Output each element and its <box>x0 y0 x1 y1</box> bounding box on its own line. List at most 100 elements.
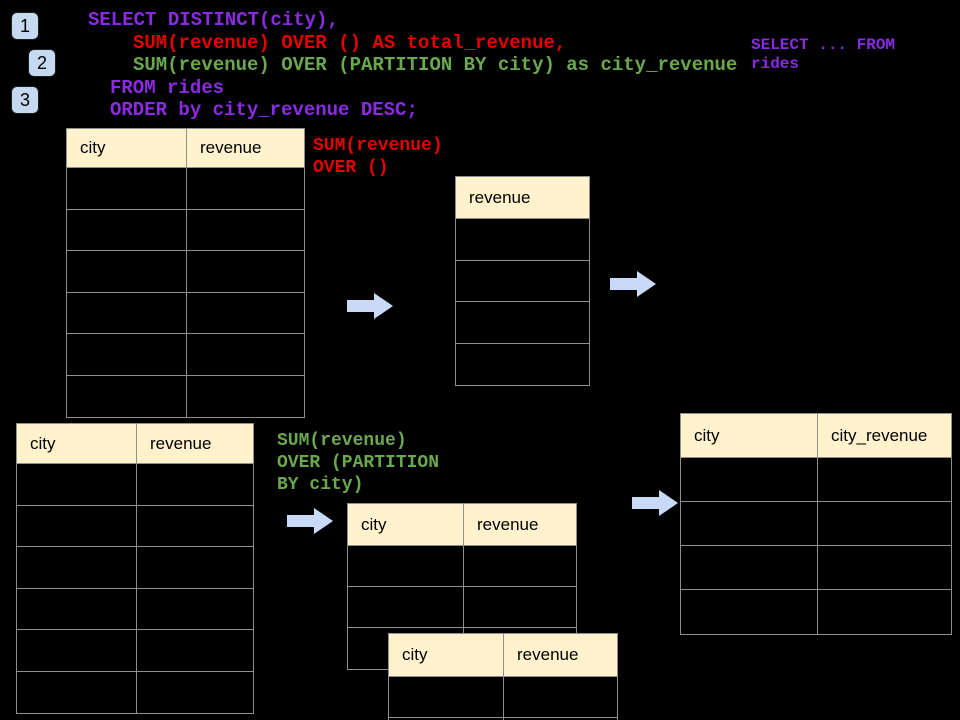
table-cell <box>456 219 589 260</box>
table-row <box>681 546 951 590</box>
partition-window-label-line-3: BY city) <box>277 475 364 495</box>
table-body <box>681 458 951 634</box>
table-header-row: city revenue <box>348 504 576 546</box>
column-header-revenue: revenue <box>464 504 576 545</box>
side-note-line-2: rides <box>751 55 800 73</box>
sql-line-select: SELECT DISTINCT(city), <box>88 9 339 31</box>
table-row <box>348 546 576 587</box>
table-final-result: city city_revenue <box>680 413 952 635</box>
table-partition-overlay: city revenue <box>388 633 618 720</box>
table-cell <box>187 375 304 417</box>
table-header-row: revenue <box>456 177 589 219</box>
partition-window-label-line-2: OVER (PARTITION <box>277 453 440 473</box>
column-header-city-revenue: city_revenue <box>818 414 951 457</box>
table-cell <box>67 334 187 375</box>
table-row <box>17 464 253 506</box>
step-badge-2: 2 <box>28 49 56 77</box>
table-cell <box>681 502 818 545</box>
table-cell <box>137 464 253 505</box>
table-row <box>17 630 253 672</box>
table-row <box>348 587 576 628</box>
table-cell <box>17 588 137 629</box>
column-header-revenue: revenue <box>137 424 253 463</box>
table-row <box>681 502 951 546</box>
sql-line-from: FROM rides <box>110 77 225 99</box>
table-cell <box>187 292 304 333</box>
column-header-city: city <box>348 504 464 545</box>
table-row <box>681 458 951 502</box>
table-row <box>17 505 253 547</box>
table-header-row: city city_revenue <box>681 414 951 458</box>
table-cell <box>67 209 187 250</box>
column-header-city: city <box>17 424 137 463</box>
column-header-city: city <box>67 129 187 167</box>
table-row <box>67 334 304 376</box>
arrow-right-icon <box>632 490 678 516</box>
total-window-label-line-2: OVER () <box>313 158 389 178</box>
table-row <box>456 260 589 302</box>
table-cell <box>456 260 589 301</box>
table-cell <box>187 334 304 375</box>
table-cell <box>17 630 137 671</box>
table-cell <box>67 375 187 417</box>
table-row <box>456 302 589 344</box>
table-cell <box>137 671 253 713</box>
table-header-row: city revenue <box>389 634 617 677</box>
table-row <box>67 168 304 210</box>
column-header-revenue: revenue <box>456 177 589 218</box>
table-row <box>67 292 304 334</box>
table-cell <box>17 547 137 588</box>
table-row <box>17 547 253 589</box>
table-total-revenue-result: revenue <box>455 176 590 386</box>
table-header-row: city revenue <box>17 424 253 464</box>
table-cell <box>464 546 576 586</box>
table-cell <box>504 677 617 717</box>
table-cell <box>187 168 304 209</box>
arrow-right-icon <box>347 293 393 319</box>
table-cell <box>818 458 951 501</box>
table-cell <box>681 458 818 501</box>
table-cell <box>818 590 951 634</box>
step-badge-1: 1 <box>11 12 39 40</box>
sql-line-total: SUM(revenue) OVER () AS total_revenue, <box>133 32 567 54</box>
table-row <box>389 677 617 718</box>
table-cell <box>681 546 818 589</box>
column-header-revenue: revenue <box>504 634 617 676</box>
table-source-rides-top: city revenue <box>66 128 305 418</box>
table-cell <box>67 251 187 292</box>
table-body <box>67 168 304 417</box>
step-badge-3: 3 <box>11 86 39 114</box>
table-cell <box>348 587 464 627</box>
sql-line-order: ORDER by city_revenue DESC; <box>110 99 418 121</box>
table-cell <box>389 718 504 720</box>
table-cell <box>17 671 137 713</box>
table-row <box>17 588 253 630</box>
partition-window-label-line-1: SUM(revenue) <box>277 431 407 451</box>
table-header-row: city revenue <box>67 129 304 168</box>
table-cell <box>137 630 253 671</box>
column-header-city: city <box>389 634 504 676</box>
table-cell <box>187 209 304 250</box>
column-header-revenue: revenue <box>187 129 304 167</box>
table-cell <box>464 587 576 627</box>
table-cell <box>67 292 187 333</box>
column-header-city: city <box>681 414 818 457</box>
table-cell <box>137 505 253 546</box>
table-cell <box>504 718 617 720</box>
table-body <box>17 464 253 713</box>
table-cell <box>17 505 137 546</box>
table-row <box>456 343 589 385</box>
table-row <box>456 219 589 261</box>
table-cell <box>137 588 253 629</box>
table-row <box>67 375 304 417</box>
table-cell <box>187 251 304 292</box>
table-cell <box>818 546 951 589</box>
table-cell <box>681 590 818 634</box>
table-cell <box>348 546 464 586</box>
table-row <box>681 590 951 634</box>
table-row <box>17 671 253 713</box>
arrow-right-icon <box>610 271 656 297</box>
side-note-line-1: SELECT ... FROM <box>751 36 896 54</box>
table-cell <box>818 502 951 545</box>
